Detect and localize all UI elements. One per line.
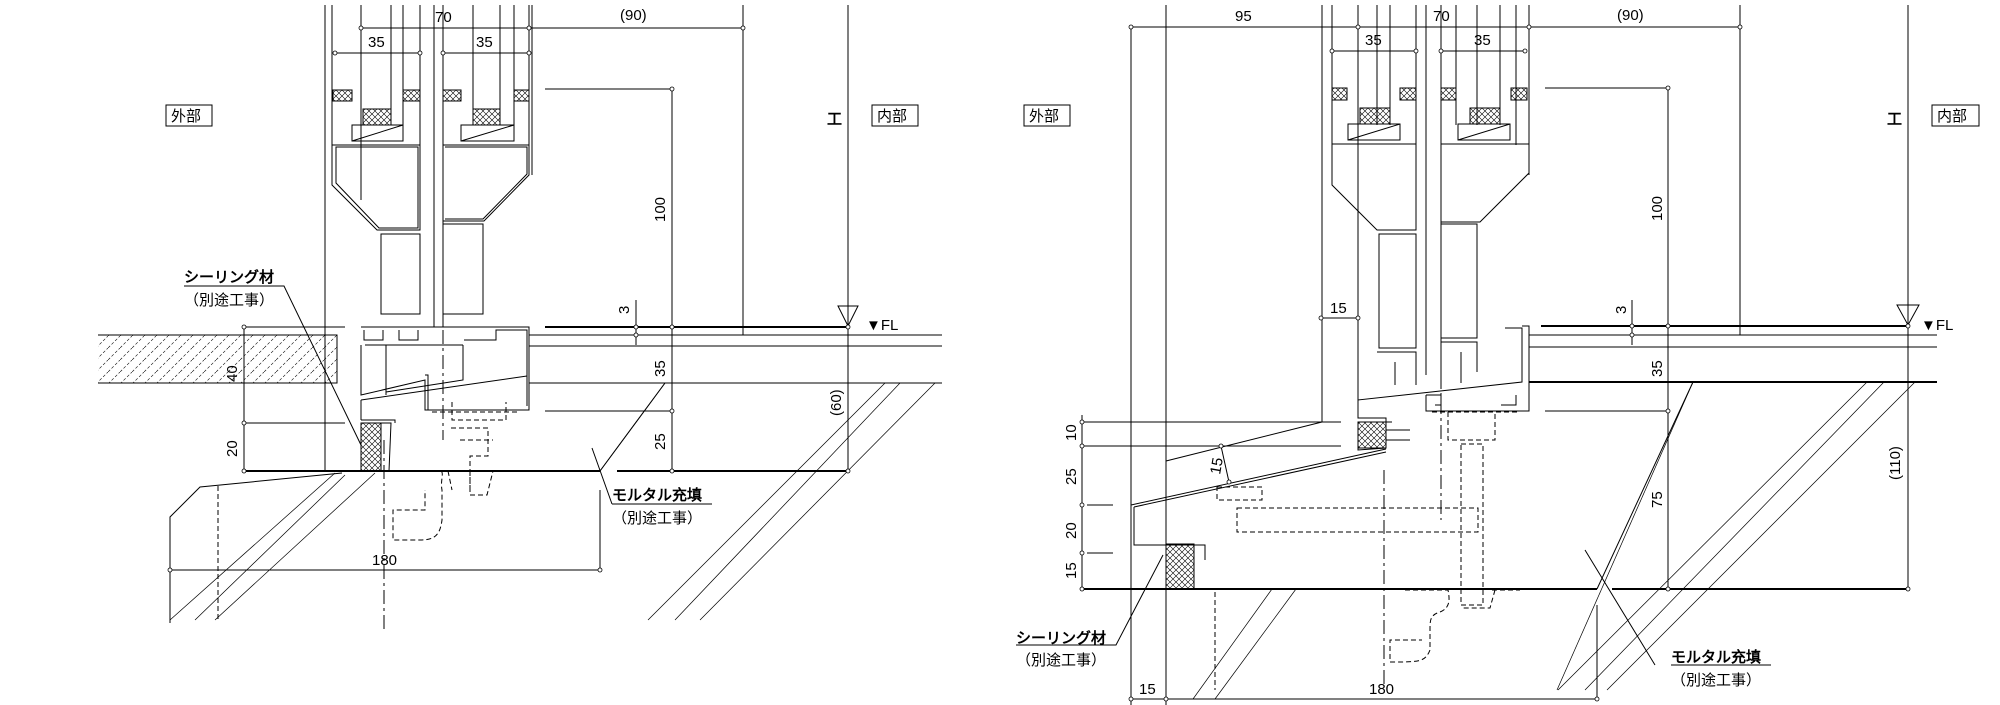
sealant-note: （別途工事）	[184, 292, 274, 309]
dim-15-height: 15	[1063, 562, 1080, 579]
sealant-label: シーリング材	[184, 268, 274, 286]
dim-15-bottom: 15	[1139, 681, 1156, 698]
mortar-label-right: モルタル充填	[1671, 648, 1761, 666]
dim-95: 95	[1235, 8, 1252, 25]
left-exterior-slab	[98, 335, 337, 383]
right-dimension-lines	[1016, 5, 1920, 702]
right-substrate	[1192, 375, 1916, 700]
right-sealant-lower	[1165, 543, 1195, 590]
right-sash-profiles	[1331, 143, 1530, 349]
dim-3: 3	[616, 306, 633, 314]
mortar-label: モルタル充填	[612, 486, 702, 504]
left-sill-frame	[360, 326, 530, 487]
dim-180: 180	[372, 552, 397, 569]
right-sill-frame	[1130, 325, 1530, 663]
dim-35-height-right: 35	[1649, 360, 1666, 377]
mortar-note: （別途工事）	[612, 510, 702, 527]
left-glazing-gaskets	[332, 89, 530, 142]
left-labels: 外部 内部 工 ▼FL シーリング材 （別途工事） モルタル充填 （別途工事） …	[165, 7, 919, 569]
sealant-note-right: （別途工事）	[1016, 652, 1106, 669]
dim-15-slope: 15	[1207, 456, 1227, 475]
interior-label: 内部	[877, 108, 907, 125]
dim-3-right: 3	[1613, 306, 1630, 314]
center-mark-right: 工	[1887, 111, 1902, 128]
dim-25: 25	[652, 433, 669, 450]
mortar-note-right: （別途工事）	[1671, 672, 1761, 689]
dim-100-right: 100	[1649, 196, 1666, 221]
dim-70: 70	[435, 9, 452, 26]
left-floor-lines	[244, 88, 942, 472]
dim-35: 35	[652, 360, 669, 377]
fl-label: ▼FL	[866, 317, 898, 334]
dim-100: 100	[652, 197, 669, 222]
dim-35-right-right: 35	[1474, 32, 1491, 49]
right-labels: 外部 内部 工 ▼FL シーリング材 （別途工事） モルタル充填 （別途工事） …	[1016, 7, 1980, 698]
exterior-label-right: 外部	[1029, 108, 1059, 125]
dim-90-right: (90)	[1617, 7, 1644, 24]
right-floor-lines	[1082, 87, 1937, 590]
dim-25-right: 25	[1063, 468, 1080, 485]
dim-90: (90)	[620, 7, 647, 24]
dim-40: 40	[224, 365, 241, 382]
left-dimension-lines	[167, 5, 859, 573]
dim-20-right: 20	[1063, 522, 1080, 539]
dim-70-right: 70	[1433, 8, 1450, 25]
dim-60: (60)	[828, 389, 845, 416]
right-sealant-upper	[1357, 421, 1387, 449]
left-detail: 外部 内部 工 ▼FL シーリング材 （別途工事） モルタル充填 （別途工事） …	[98, 5, 942, 630]
left-sealant	[360, 422, 382, 472]
dim-110: (110)	[1887, 446, 1904, 480]
dim-75: 75	[1649, 491, 1666, 508]
right-detail: 外部 内部 工 ▼FL シーリング材 （別途工事） モルタル充填 （別途工事） …	[1016, 5, 1980, 705]
dim-15-frame: 15	[1330, 300, 1347, 317]
right-glazing-gaskets	[1331, 87, 1528, 141]
fl-label-right: ▼FL	[1921, 317, 1953, 334]
dim-35-left: 35	[368, 34, 385, 51]
sealant-label-right: シーリング材	[1016, 629, 1106, 647]
dim-10: 10	[1063, 424, 1080, 441]
exterior-label: 外部	[171, 108, 201, 125]
center-mark: 工	[827, 111, 842, 128]
left-sash-profiles	[331, 144, 530, 315]
dim-35-right: 35	[476, 34, 493, 51]
interior-label-right: 内部	[1937, 108, 1967, 125]
dim-180-right: 180	[1369, 681, 1394, 698]
dim-35-left-right: 35	[1365, 32, 1382, 49]
dim-20: 20	[224, 440, 241, 457]
right-frame-lines	[1130, 5, 1530, 705]
